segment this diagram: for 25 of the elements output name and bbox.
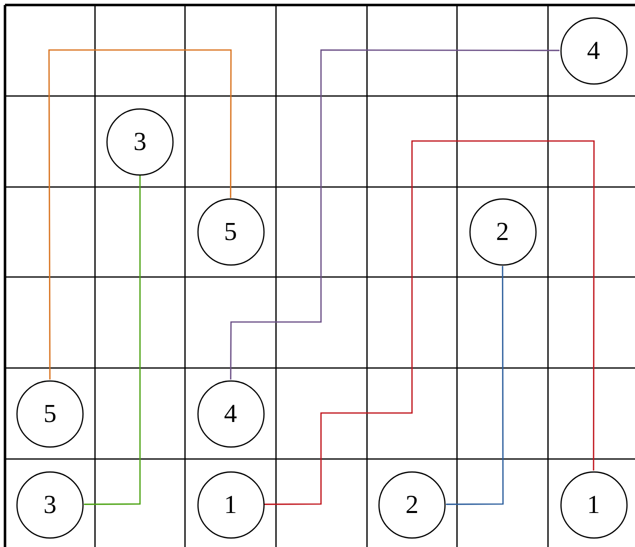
number-circle [560, 470, 628, 538]
connector-line [230, 49, 560, 380]
number-label: 1 [587, 492, 600, 518]
number-circle [378, 470, 446, 538]
number-label: 3 [134, 128, 146, 154]
number-circle [16, 470, 84, 538]
number-circle [196, 380, 264, 448]
number-label: 1 [224, 492, 237, 518]
number-circle [196, 198, 264, 266]
number-label: 5 [224, 219, 237, 245]
number-circle [196, 470, 264, 538]
connector-line [446, 266, 504, 505]
number-circle [560, 16, 628, 84]
connector-line [264, 140, 595, 505]
connector-line [48, 49, 232, 380]
number-circle [106, 108, 174, 176]
number-label: 3 [44, 492, 56, 518]
number-label: 5 [44, 400, 56, 426]
number-label: 4 [587, 38, 600, 64]
number-label: 4 [224, 400, 237, 426]
number-circle [16, 380, 84, 448]
number-circle [468, 198, 536, 266]
connector-line [84, 176, 141, 505]
number-label: 2 [496, 219, 509, 245]
number-label: 2 [406, 492, 418, 518]
